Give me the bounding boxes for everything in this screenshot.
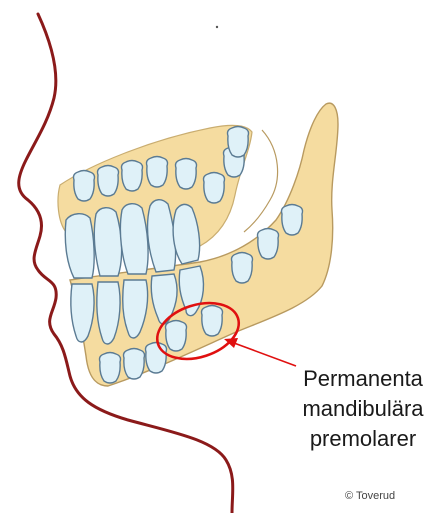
tooth-crown — [176, 159, 197, 190]
tooth-crown — [147, 157, 168, 188]
tooth — [94, 208, 121, 276]
tooth-crown — [204, 173, 225, 204]
copyright-credit: © Toverud — [345, 490, 395, 502]
tooth-crown — [100, 353, 121, 384]
tooth-crown — [98, 166, 119, 197]
tooth-crown — [74, 171, 95, 202]
tooth — [65, 214, 94, 278]
label-line-2: mandibulära — [288, 394, 438, 424]
tooth-crown — [232, 253, 253, 284]
tooth-crown — [146, 343, 167, 374]
tooth — [120, 204, 148, 274]
tooth-crown — [202, 306, 223, 337]
tooth-crown — [124, 349, 145, 380]
tooth-crown — [122, 161, 143, 192]
label-line-1: Permanenta — [288, 364, 438, 394]
label-line-3: premolarer — [288, 424, 438, 454]
tooth-crown — [166, 321, 187, 352]
tooth-crown — [282, 205, 303, 236]
tooth-crown — [258, 229, 279, 260]
annotation-label: Permanenta mandibulära premolarer — [288, 364, 438, 454]
pointer-arrow-line — [234, 343, 296, 366]
tooth-crown — [228, 127, 249, 158]
dot-mark — [216, 26, 218, 28]
